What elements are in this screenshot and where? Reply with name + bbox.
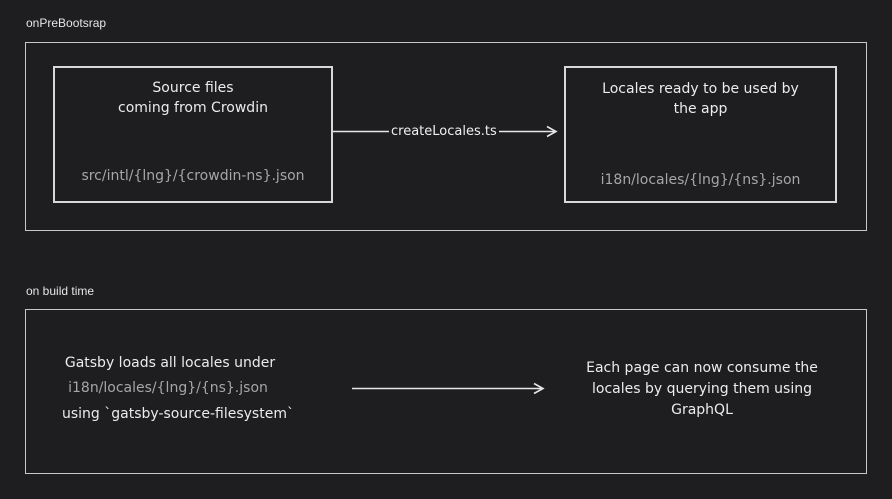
target-node-title-line1: Locales ready to be used by [602, 81, 799, 97]
consume-locales-line1: Each page can now consume the [586, 360, 818, 376]
gatsby-source-filesystem-line: using `gatsby-source-filesystem` [62, 406, 294, 422]
gatsby-locales-path: i18n/locales/{lng}/{ns}.json [68, 380, 268, 396]
onprebootstrap-frame [25, 42, 867, 231]
create-locales-label: createLocales.ts [389, 124, 499, 140]
consume-locales-line3: GraphQL [671, 402, 733, 418]
source-node-title-line1: Source files [152, 80, 234, 96]
build-time-arrow [352, 382, 545, 395]
source-node-path: src/intl/{lng}/{crowdin-ns}.json [81, 168, 305, 184]
consume-locales-line2: locales by querying them using [592, 381, 812, 397]
section-label-onprebootstrap: onPreBootsrap [26, 16, 107, 30]
target-node-path: i18n/locales/{lng}/{ns}.json [600, 172, 801, 188]
source-files-node[interactable] [53, 66, 333, 203]
section-label-build-time: on build time [26, 284, 95, 298]
target-node-title-line2: the app [673, 101, 728, 117]
locales-ready-node[interactable] [564, 66, 837, 203]
build-time-frame [25, 309, 867, 474]
source-node-title-line2: coming from Crowdin [118, 100, 268, 116]
gatsby-loads-line: Gatsby loads all locales under [64, 355, 276, 371]
